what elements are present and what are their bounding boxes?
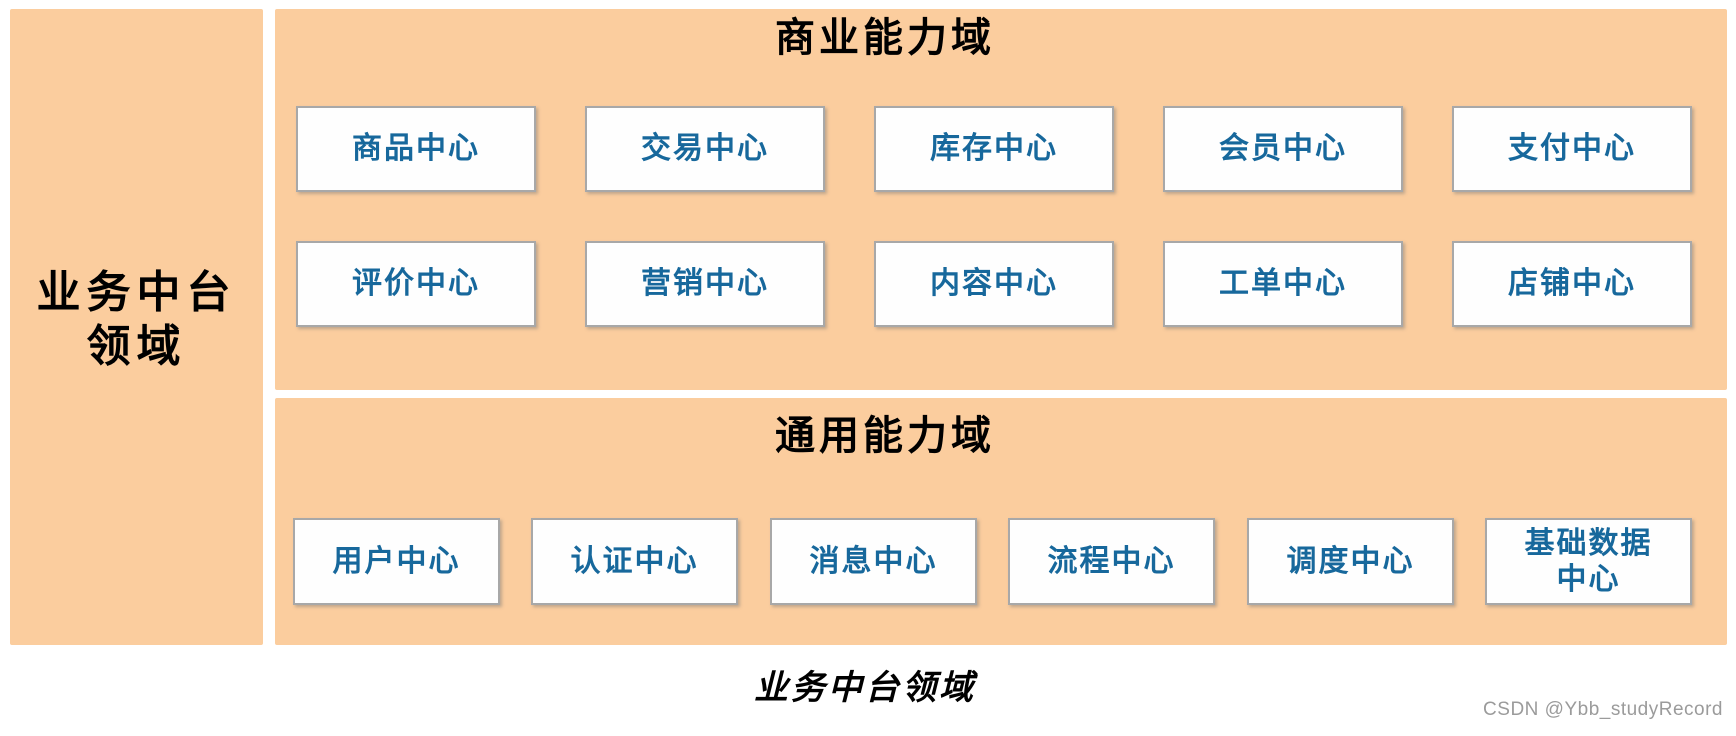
box-review-center-label: 评价中心 — [352, 267, 480, 300]
box-payment-center: 支付中心 — [1452, 106, 1692, 192]
box-content-center-label: 内容中心 — [930, 267, 1058, 300]
box-inventory-center-label: 库存中心 — [930, 132, 1058, 165]
box-user-center: 用户中心 — [293, 518, 500, 605]
sidebar-label: 业务中台 领域 — [37, 266, 237, 388]
sidebar-label-line1: 业务中台 — [36, 268, 237, 317]
box-member-center: 会员中心 — [1163, 106, 1403, 192]
box-auth-center-label: 认证中心 — [570, 544, 699, 578]
box-scheduling-center: 调度中心 — [1247, 518, 1454, 605]
box-member-center-label: 会员中心 — [1219, 132, 1347, 165]
box-workorder-center-label: 工单中心 — [1219, 267, 1347, 300]
box-shop-center: 店铺中心 — [1452, 241, 1692, 327]
box-process-center: 流程中心 — [1008, 518, 1215, 605]
box-payment-center-label: 支付中心 — [1508, 132, 1636, 165]
box-product-center: 商品中心 — [296, 106, 536, 192]
box-inventory-center: 库存中心 — [874, 106, 1114, 192]
box-scheduling-center-label: 调度中心 — [1286, 544, 1415, 578]
business-capability-panel — [275, 9, 1727, 390]
sidebar-label-line2: 领域 — [86, 322, 187, 371]
box-trade-center: 交易中心 — [585, 106, 825, 192]
general-capability-title: 通用能力域 — [775, 413, 995, 458]
box-basedata-center-label: 基础数据中心 — [1524, 526, 1653, 596]
box-message-center: 消息中心 — [770, 518, 977, 605]
box-content-center: 内容中心 — [874, 241, 1114, 327]
box-user-center-label: 用户中心 — [332, 544, 461, 578]
box-trade-center-label: 交易中心 — [641, 132, 769, 165]
box-shop-center-label: 店铺中心 — [1508, 267, 1636, 300]
box-auth-center: 认证中心 — [531, 518, 738, 605]
box-process-center-label: 流程中心 — [1047, 544, 1176, 578]
business-capability-title: 商业能力域 — [775, 15, 995, 60]
business-middle-platform-sidebar: 业务中台 领域 — [10, 9, 263, 645]
box-product-center-label: 商品中心 — [352, 132, 480, 165]
diagram-caption: 业务中台领域 — [754, 670, 976, 707]
box-marketing-center: 营销中心 — [585, 241, 825, 327]
box-review-center: 评价中心 — [296, 241, 536, 327]
box-message-center-label: 消息中心 — [809, 544, 938, 578]
box-workorder-center: 工单中心 — [1163, 241, 1403, 327]
box-marketing-center-label: 营销中心 — [641, 267, 769, 300]
box-basedata-center: 基础数据中心 — [1485, 518, 1692, 605]
csdn-watermark: CSDN @Ybb_studyRecord — [1483, 699, 1723, 720]
